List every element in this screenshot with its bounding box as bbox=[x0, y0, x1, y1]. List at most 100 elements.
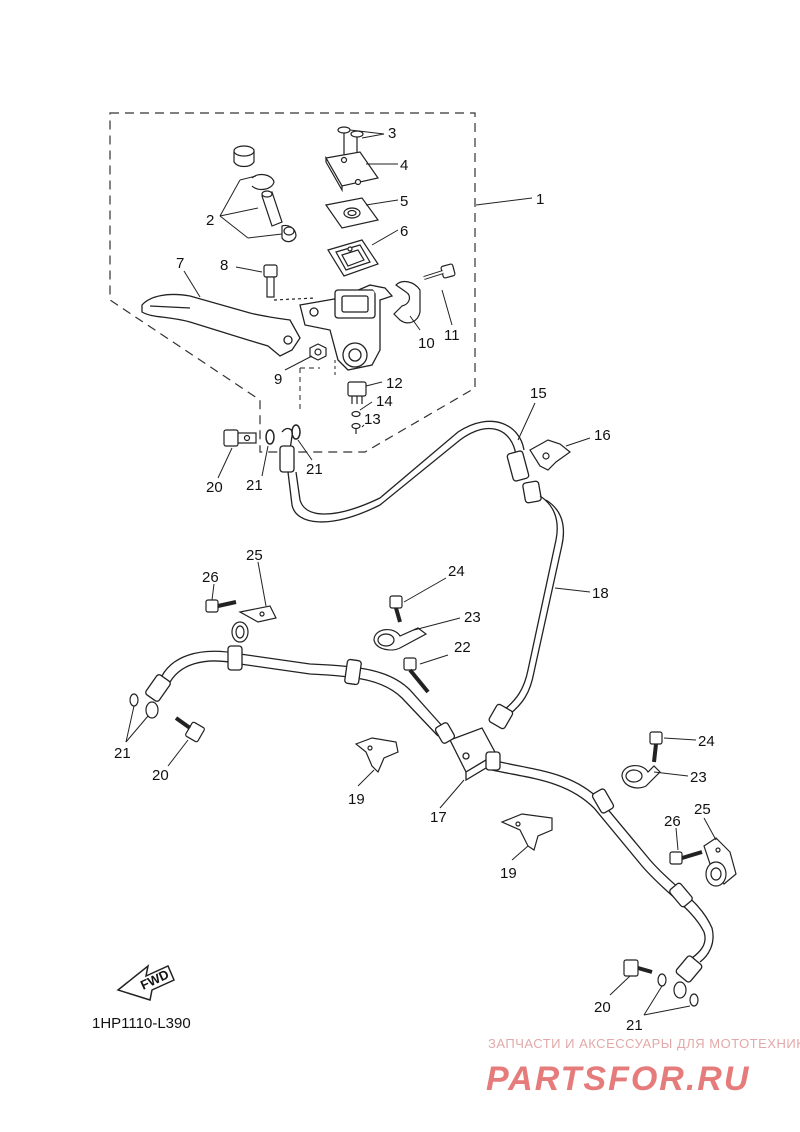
bolt-8 bbox=[263, 264, 316, 301]
callout-4: 4 bbox=[400, 157, 408, 174]
callout-3: 3 bbox=[388, 125, 396, 142]
bolt-22 bbox=[403, 657, 430, 694]
leader-10 bbox=[409, 315, 421, 331]
callout-26-right: 26 bbox=[664, 813, 681, 830]
guide-25-upper bbox=[231, 605, 277, 643]
leader-2 bbox=[219, 175, 283, 239]
callout-20-right: 20 bbox=[594, 999, 611, 1016]
leader-20-upper bbox=[217, 447, 233, 479]
callout-16: 16 bbox=[594, 427, 611, 444]
leader-19-right bbox=[511, 845, 529, 861]
leader-1 bbox=[475, 197, 533, 206]
leader-25-right bbox=[703, 817, 717, 841]
leader-14 bbox=[359, 401, 373, 411]
callout-24-right: 24 bbox=[698, 733, 715, 750]
leader-20-left bbox=[167, 739, 189, 767]
diaphragm-6 bbox=[327, 239, 379, 277]
callout-21-upper-a: 21 bbox=[246, 477, 263, 494]
leader-21-right bbox=[643, 985, 691, 1016]
leader-17 bbox=[439, 779, 465, 809]
leader-13 bbox=[361, 424, 365, 428]
leader-11 bbox=[441, 289, 453, 326]
brake-switch-12 bbox=[347, 381, 367, 404]
right-banjo-hardware bbox=[623, 959, 699, 1007]
leader-19-left bbox=[357, 769, 375, 787]
callout-21-upper-b: 21 bbox=[306, 461, 323, 478]
watermark-tagline: ЗАПЧАСТИ И АКСЕССУАРЫ ДЛЯ МОТОТЕХНИКИ bbox=[488, 1036, 800, 1051]
callout-13: 13 bbox=[364, 411, 381, 428]
leader-7 bbox=[183, 270, 201, 298]
callout-25-right: 25 bbox=[694, 801, 711, 818]
leader-22 bbox=[419, 654, 449, 665]
brake-lever bbox=[141, 293, 301, 357]
clip-19-right bbox=[500, 813, 553, 851]
callout-21-left: 21 bbox=[114, 745, 131, 762]
leader-16 bbox=[565, 437, 591, 447]
leader-6 bbox=[371, 229, 399, 246]
callout-23-right: 23 bbox=[690, 769, 707, 786]
callout-22: 22 bbox=[454, 639, 471, 656]
leader-8 bbox=[235, 266, 263, 273]
callout-9: 9 bbox=[274, 371, 282, 388]
callout-18: 18 bbox=[592, 585, 609, 602]
callout-7: 7 bbox=[176, 255, 184, 272]
right-hose bbox=[485, 751, 714, 983]
callout-19-right: 19 bbox=[500, 865, 517, 882]
callout-10: 10 bbox=[418, 335, 435, 352]
callout-23-upper: 23 bbox=[464, 609, 481, 626]
bolt-26-right bbox=[669, 850, 703, 865]
callout-6: 6 bbox=[400, 223, 408, 240]
clamp-23-right bbox=[621, 765, 661, 789]
leader-23-upper bbox=[413, 617, 461, 631]
leader-21-upper-b bbox=[297, 439, 313, 461]
clamp-16 bbox=[529, 439, 571, 471]
screw-13 bbox=[351, 422, 361, 434]
leader-3 bbox=[349, 129, 385, 139]
left-hose bbox=[145, 645, 456, 744]
callout-11: 11 bbox=[444, 327, 460, 344]
callout-12: 12 bbox=[386, 375, 403, 392]
reservoir-cap-4 bbox=[325, 151, 380, 193]
leader-15 bbox=[517, 402, 536, 441]
holder-10 bbox=[393, 280, 421, 324]
banjo-bolt-20-upper bbox=[223, 429, 257, 447]
callout-26-upper: 26 bbox=[202, 569, 219, 586]
callout-1: 1 bbox=[536, 191, 544, 208]
piston-kit-2 bbox=[233, 145, 297, 243]
leader-26-upper bbox=[211, 583, 215, 601]
brake-pipe-18 bbox=[488, 480, 565, 730]
bolt-24-upper bbox=[389, 595, 403, 623]
guide-25-right bbox=[703, 837, 737, 887]
washer-14 bbox=[351, 410, 361, 418]
callout-17: 17 bbox=[430, 809, 447, 826]
upper-hose-15 bbox=[279, 420, 530, 523]
callout-24-upper: 24 bbox=[448, 563, 465, 580]
callout-20-upper: 20 bbox=[206, 479, 223, 496]
callout-5: 5 bbox=[400, 193, 408, 210]
leader-24-right bbox=[663, 737, 697, 741]
callout-8: 8 bbox=[220, 257, 228, 274]
leader-5 bbox=[365, 199, 399, 206]
callout-25-upper: 25 bbox=[246, 547, 263, 564]
leader-9 bbox=[284, 355, 313, 371]
leader-26-right bbox=[675, 827, 679, 851]
clip-19-left bbox=[354, 737, 399, 774]
callout-15: 15 bbox=[530, 385, 547, 402]
nut-9 bbox=[309, 343, 327, 361]
left-banjo-hardware bbox=[129, 693, 205, 743]
leader-21-left bbox=[125, 705, 149, 743]
callout-19-left: 19 bbox=[348, 791, 365, 808]
leader-20-right bbox=[609, 975, 631, 996]
leader-23-right bbox=[653, 771, 689, 777]
callout-20-left: 20 bbox=[152, 767, 169, 784]
master-cylinder-body bbox=[299, 284, 394, 371]
assembly-outline bbox=[109, 112, 476, 453]
leader-24-upper bbox=[403, 577, 447, 603]
callout-21-right: 21 bbox=[626, 1017, 643, 1034]
forward-direction-arrow: FWD bbox=[116, 964, 175, 1001]
leader-21-upper-a bbox=[261, 445, 269, 477]
washer-21-upper-b bbox=[291, 424, 301, 440]
leader-25-upper bbox=[257, 561, 267, 607]
leader-18 bbox=[554, 587, 591, 593]
